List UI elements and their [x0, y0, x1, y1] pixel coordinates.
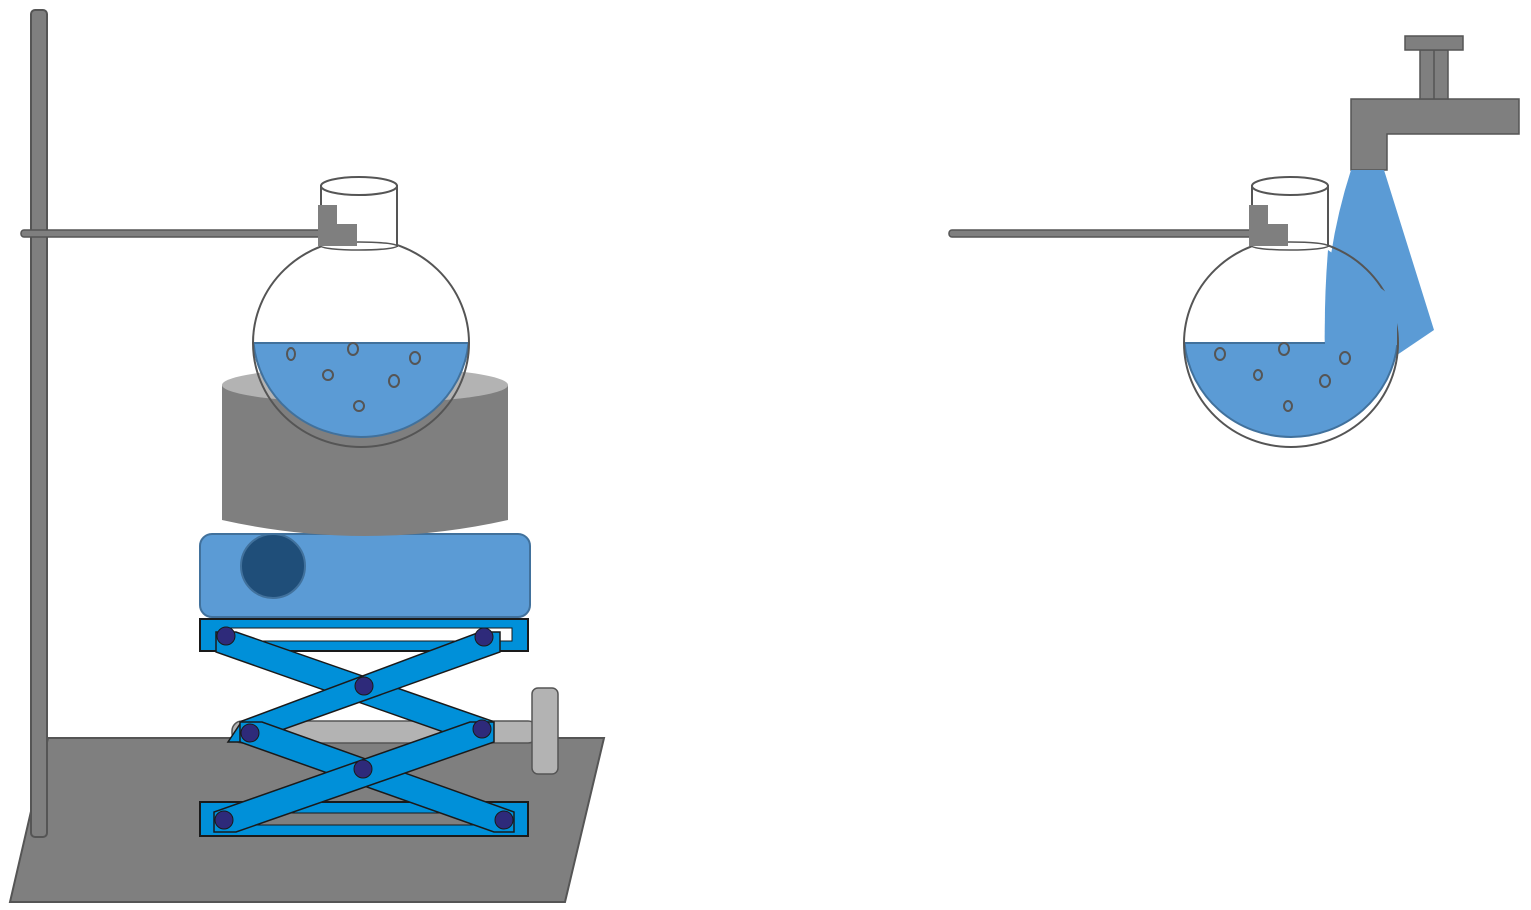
jack-pivot [354, 676, 374, 696]
jack-pivot [240, 723, 260, 743]
jack-pivot [472, 719, 492, 739]
bubble [1214, 347, 1226, 361]
bubble [1319, 374, 1331, 388]
jack-pivot [474, 627, 494, 647]
jack-pivot [353, 759, 373, 779]
water-stream-front [1324, 250, 1397, 345]
bubble [322, 369, 334, 381]
flask-liquid [1183, 342, 1399, 438]
tap-handle-bar [1404, 35, 1464, 51]
jack-arm-lower-b [213, 721, 495, 833]
bubble [347, 342, 359, 356]
round-bottom-flask [1183, 176, 1399, 448]
bubble [1253, 369, 1263, 381]
jack-pivot [214, 810, 234, 830]
clamp-jaw [1249, 205, 1288, 246]
jack-pivot [494, 810, 514, 830]
lab-jack [199, 618, 559, 837]
flask-neck-top [1251, 176, 1329, 196]
clamp-arm [20, 229, 322, 238]
bath-body [222, 385, 508, 536]
flask-liquid [252, 342, 470, 438]
left-setup [8, 9, 606, 903]
bubble [286, 347, 296, 361]
bubble [388, 374, 400, 388]
jack-pivot [216, 626, 236, 646]
clamp-jaw [318, 205, 357, 246]
jack-adjust-knob [531, 687, 559, 775]
bubble [409, 351, 421, 365]
right-setup [948, 35, 1520, 448]
bubble [1339, 351, 1351, 365]
flask-neck-top [320, 176, 398, 196]
bubble [1283, 400, 1293, 412]
clamp-arm [948, 229, 1253, 238]
hot-plate-knob-icon [240, 533, 306, 599]
hot-plate [199, 533, 531, 618]
water-tap [1350, 35, 1520, 171]
round-bottom-flask [252, 176, 470, 448]
bubble [353, 400, 365, 412]
tap-body [1350, 98, 1520, 171]
support-rod [30, 9, 48, 838]
bubble [1278, 342, 1290, 356]
